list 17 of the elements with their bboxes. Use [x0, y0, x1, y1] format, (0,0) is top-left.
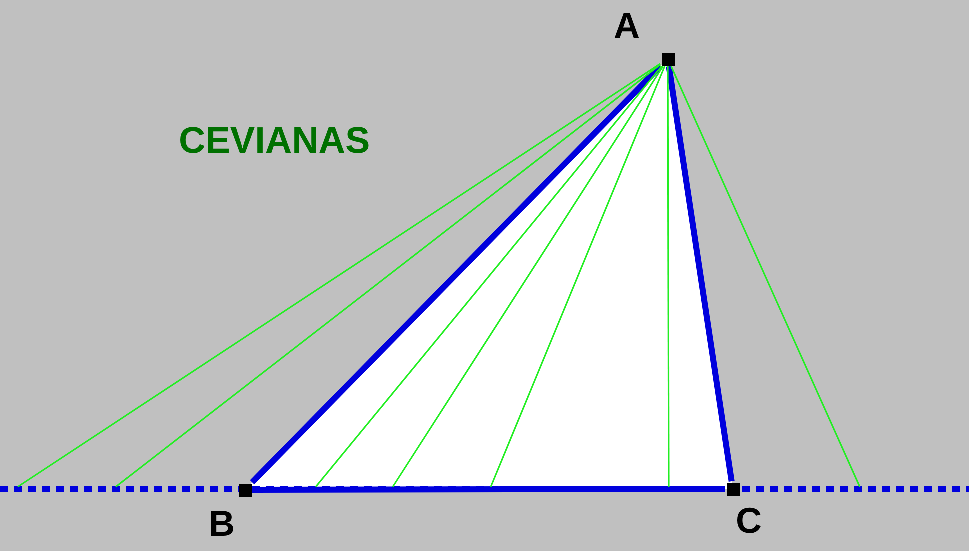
title: CEVIANAS	[179, 122, 370, 159]
cevian-line	[670, 66, 861, 488]
vertex-label: B	[209, 506, 235, 542]
vertex-label: C	[736, 503, 762, 539]
vertex-marker	[238, 484, 252, 496]
vertex-label: A	[614, 8, 640, 44]
cevian-line	[667, 66, 670, 487]
cevian-line	[116, 64, 661, 488]
triangle-side	[250, 64, 663, 485]
cevian-line	[490, 66, 666, 488]
triangle-side	[252, 486, 726, 493]
cevian-line	[18, 63, 661, 488]
cevian-line	[315, 66, 662, 488]
triangle-side	[666, 66, 735, 482]
vertex-marker	[726, 482, 740, 496]
cevian-line	[392, 66, 664, 488]
vertex-marker	[662, 52, 674, 66]
